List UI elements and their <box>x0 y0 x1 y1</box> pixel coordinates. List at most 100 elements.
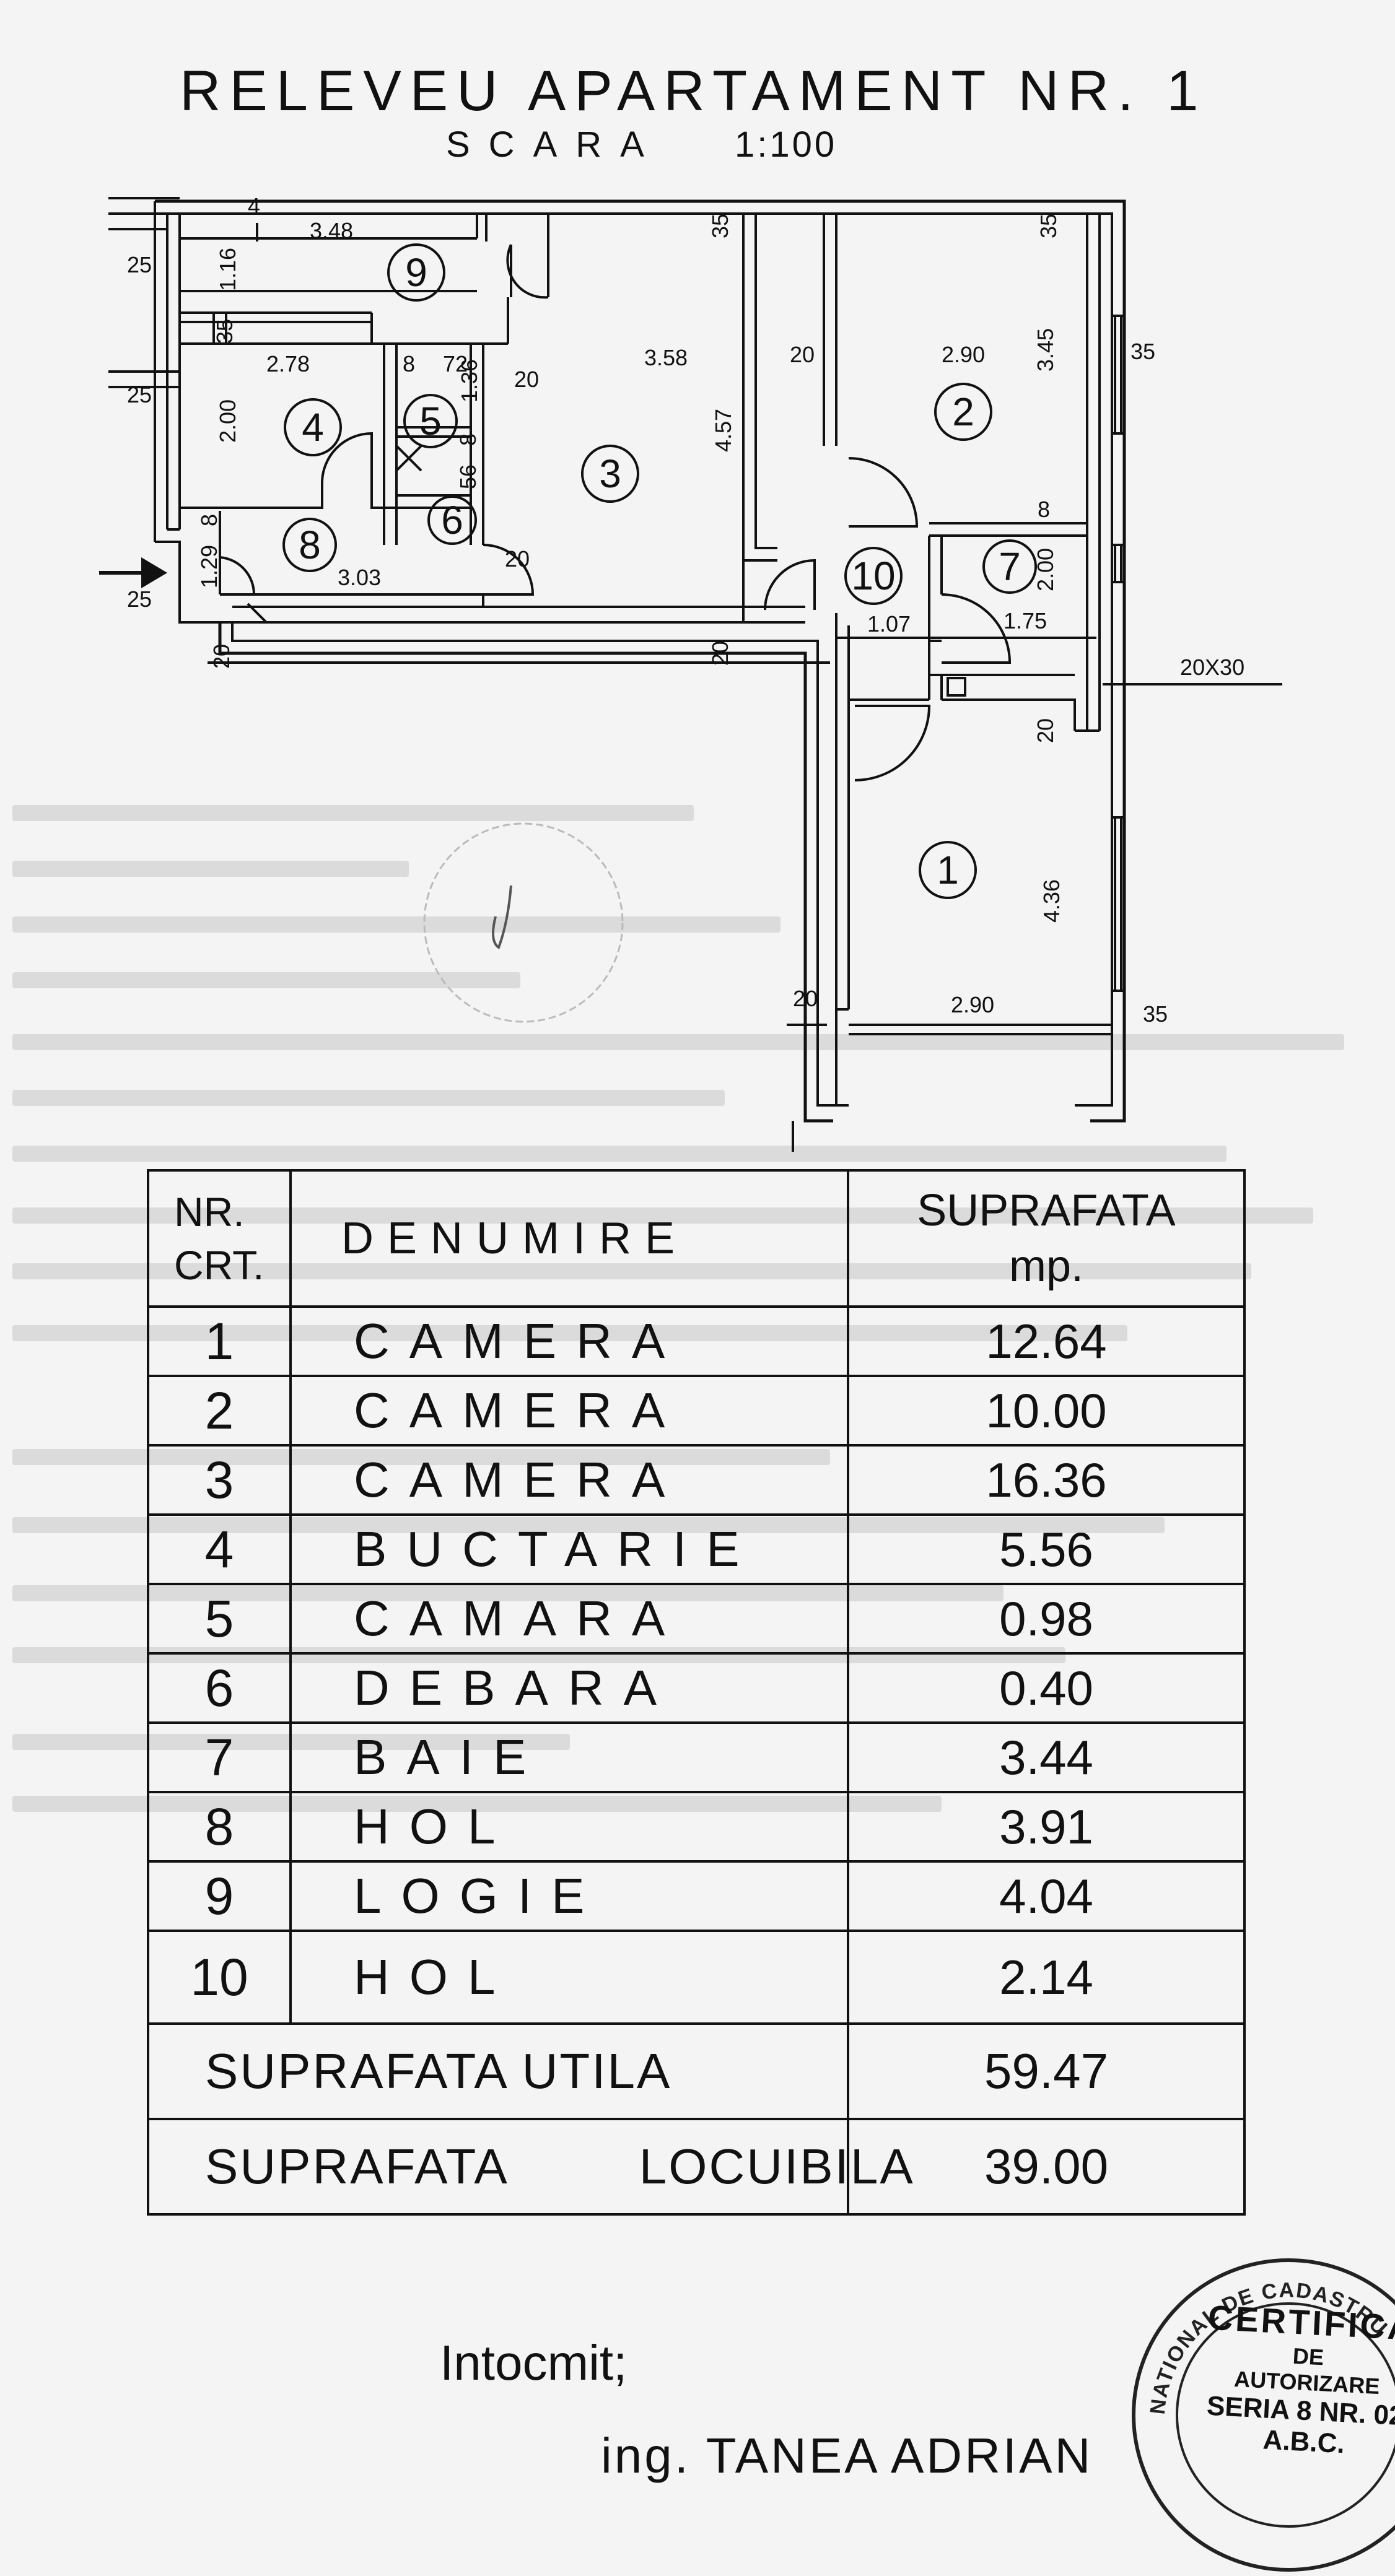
row-denumire: CAMERA <box>289 1375 849 1447</box>
engineer-name: ing. TANEA ADRIAN <box>601 2428 1093 2483</box>
room-number-4: 4 <box>302 405 324 450</box>
row-suprafata: 16.36 <box>847 1444 1246 1516</box>
dimension-label: 2.00 <box>215 399 240 443</box>
row-denumire: BAIE <box>289 1721 849 1793</box>
cadastral-stamp: NATIONAL DE CADASTRU GEO <box>1115 2229 1395 2572</box>
dimension-label: 20 <box>514 367 539 392</box>
row-denumire: HOL <box>289 1930 849 2025</box>
dimension-label: 20 <box>209 644 234 669</box>
room-number-7: 7 <box>999 544 1021 589</box>
dimension-label: 2.00 <box>1033 548 1058 591</box>
dimension-label: 4.57 <box>711 409 736 452</box>
dimension-label: 4.36 <box>1039 879 1064 923</box>
total-locuibila-value: 39.00 <box>847 2118 1246 2216</box>
row-denumire: CAMARA <box>289 1583 849 1655</box>
total-locuibila-label: SUPRAFATA LOCUIBILA <box>147 2118 913 2216</box>
scale-label: SCARA <box>446 124 663 165</box>
header-nr-line1: NR. <box>174 1189 245 1235</box>
dimension-label: 3.48 <box>310 218 353 243</box>
dimension-label: 25 <box>127 382 152 407</box>
room-number-5: 5 <box>419 399 442 443</box>
entrance-arrow-icon <box>99 557 167 588</box>
room-number-8: 8 <box>299 523 321 567</box>
header-suprafata-line1: SUPRAFATA <box>917 1186 1176 1235</box>
row-suprafata: 2.14 <box>847 1930 1246 2025</box>
room-number-3: 3 <box>599 451 621 496</box>
dimension-label: 1.36 <box>457 359 482 402</box>
row-nr: 2 <box>147 1375 292 1447</box>
row-suprafata: 0.40 <box>847 1652 1246 1724</box>
dimension-label: 35 <box>212 319 237 344</box>
dimension-label: 1.75 <box>1004 608 1047 633</box>
table-row: 4 BUCTARIE 5.56 <box>147 1513 1246 1585</box>
total-locuibila-label-1: SUPRAFATA <box>205 2139 509 2194</box>
dimension-label: 3.03 <box>338 565 381 590</box>
row-nr: 7 <box>147 1721 292 1793</box>
table-row: 2 CAMERA 10.00 <box>147 1375 1246 1447</box>
row-denumire: CAMERA <box>289 1305 849 1377</box>
dimension-label: 3.45 <box>1033 328 1058 372</box>
dimension-label: 8 <box>1038 497 1050 522</box>
dimension-label: 35 <box>1036 214 1061 238</box>
row-denumire: BUCTARIE <box>289 1513 849 1585</box>
dimension-label: 2.78 <box>266 351 310 376</box>
row-suprafata: 3.44 <box>847 1721 1246 1793</box>
dimension-label: 25 <box>127 252 152 277</box>
scale-value: 1:100 <box>734 124 837 165</box>
floor-plan: 1 2 3 4 5 6 7 8 9 10 3.48 1.16 35 35 25 … <box>99 193 1282 1152</box>
row-nr: 3 <box>147 1444 292 1516</box>
row-nr: 5 <box>147 1583 292 1655</box>
prepared-by-label: Intocmit; <box>440 2335 628 2390</box>
dimension-label: 2.90 <box>951 992 994 1017</box>
header-suprafata: SUPRAFATA mp. <box>847 1169 1246 1308</box>
row-nr: 1 <box>147 1305 292 1377</box>
dimension-label: 1.16 <box>215 248 240 291</box>
room-number-1: 1 <box>937 848 959 892</box>
dimension-label: 20 <box>1033 718 1058 743</box>
total-utila-value: 59.47 <box>847 2022 1246 2120</box>
room-number-6: 6 <box>441 498 463 542</box>
table-row: 7 BAIE 3.44 <box>147 1721 1246 1793</box>
stamp-text: CERTIFICAT DE AUTORIZARE SERIA 8 NR. 02 … <box>1201 2297 1395 2463</box>
header-nr-line2: CRT. <box>174 1242 265 1288</box>
dimension-label: 20 <box>790 342 815 367</box>
row-denumire: CAMERA <box>289 1444 849 1516</box>
header-suprafata-line2: mp. <box>1008 1242 1084 1291</box>
row-suprafata: 5.56 <box>847 1513 1246 1585</box>
dimension-label: 35 <box>707 214 733 238</box>
row-nr: 4 <box>147 1513 292 1585</box>
dimension-label: 2.90 <box>942 342 985 367</box>
dimension-label: 8 <box>403 351 415 376</box>
row-suprafata: 4.04 <box>847 1860 1246 1932</box>
dimension-label: 4 <box>248 193 260 219</box>
dimension-label: 8 <box>455 433 481 446</box>
room-number-9: 9 <box>405 250 427 295</box>
scale-row: SCARA 1:100 <box>446 124 837 165</box>
dimension-label: 20 <box>793 986 818 1011</box>
row-nr: 9 <box>147 1860 292 1932</box>
dimension-label: 20 <box>505 546 530 572</box>
table-row: 3 CAMERA 16.36 <box>147 1444 1246 1516</box>
total-locuibila-label-2: LOCUIBILA <box>639 2139 915 2194</box>
dimension-label: 1.07 <box>867 611 911 637</box>
dimension-label: 35 <box>1143 1001 1168 1027</box>
table-row: 10 HOL 2.14 <box>147 1930 1246 2025</box>
row-suprafata: 0.98 <box>847 1583 1246 1655</box>
table-header-row: NR. CRT. DENUMIRE SUPRAFATA mp. <box>147 1169 1246 1308</box>
header-nr-crt: NR. CRT. <box>147 1169 292 1308</box>
table-row: 6 DEBARA 0.40 <box>147 1652 1246 1724</box>
row-denumire: DEBARA <box>289 1652 849 1724</box>
room-number-10: 10 <box>851 554 895 598</box>
row-nr: 6 <box>147 1652 292 1724</box>
total-row-locuibila: SUPRAFATA LOCUIBILA 39.00 <box>147 2118 1246 2216</box>
dimension-label: 3.58 <box>644 345 688 370</box>
row-suprafata: 12.64 <box>847 1305 1246 1377</box>
page-title: RELEVEU APARTAMENT NR. 1 <box>180 59 1207 123</box>
area-table: NR. CRT. DENUMIRE SUPRAFATA mp. 1 CAMERA… <box>147 1169 1246 2216</box>
row-suprafata: 3.91 <box>847 1791 1246 1863</box>
dimension-label: 25 <box>127 586 152 612</box>
table-row: 1 CAMERA 12.64 <box>147 1305 1246 1377</box>
row-nr: 8 <box>147 1791 292 1863</box>
dimension-label: 20X30 <box>1180 655 1244 680</box>
dimension-label: 35 <box>1130 339 1155 364</box>
